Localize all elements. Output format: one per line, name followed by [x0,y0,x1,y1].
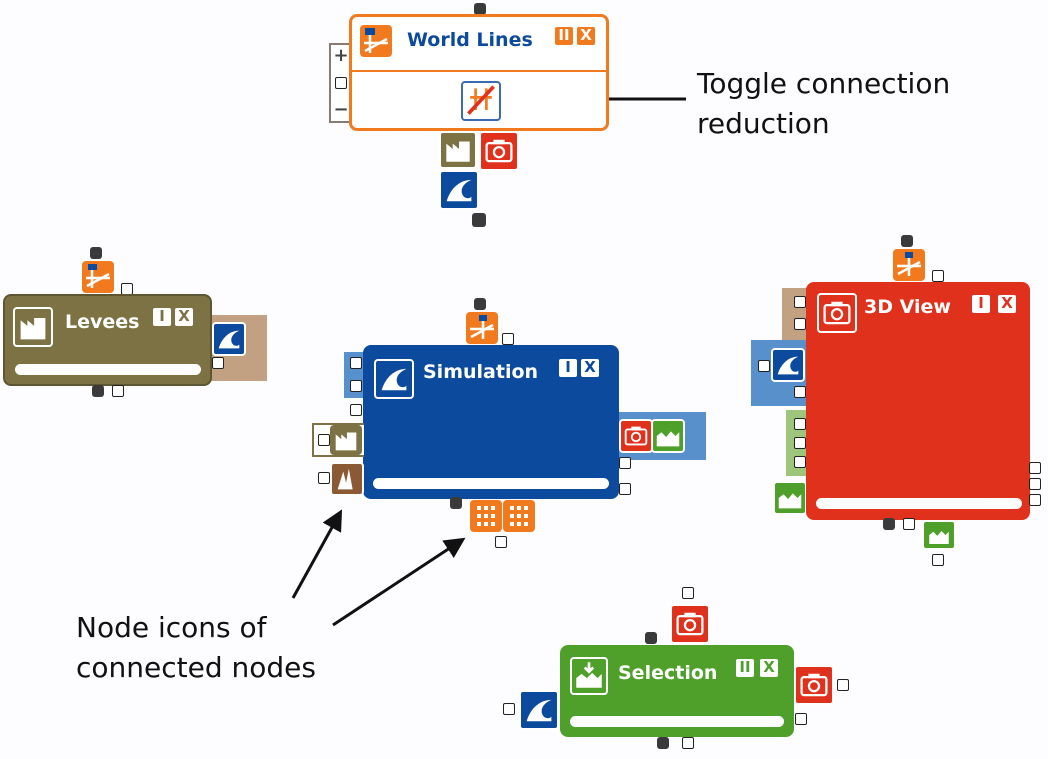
grid-icon[interactable] [503,500,535,532]
simulation-node[interactable]: Simulation I X [363,345,619,499]
levees-icon[interactable] [330,425,362,455]
camera-icon [817,293,857,333]
selection-icon[interactable] [773,481,807,515]
pause-button[interactable]: II [736,659,754,677]
progress-bar [15,364,201,375]
port-left[interactable] [350,380,362,392]
port-right[interactable] [837,679,849,691]
node-title: Simulation [423,361,539,383]
port-right[interactable] [212,357,224,369]
port-left[interactable] [794,456,806,468]
world-lines-icon[interactable] [893,249,925,281]
simulation-wave-icon [374,359,414,399]
port-left[interactable] [503,703,515,715]
close-button[interactable]: X [998,295,1016,313]
node-title: World Lines [407,29,533,51]
node-title: 3D View [864,296,951,318]
toggle-reduction-icon[interactable] [461,81,501,121]
hydrograph-icon[interactable] [330,462,364,496]
progress-bar [373,478,609,489]
port-right[interactable] [1029,478,1041,490]
port-right[interactable] [619,457,631,469]
port-left[interactable] [794,418,806,430]
port-left[interactable] [794,318,806,330]
zoom-minus-button[interactable]: − [333,99,349,120]
arrow-icons-left [291,509,343,599]
annotation-node-icons-line1: Node icons of [76,611,267,644]
port-left[interactable] [350,357,362,369]
world-lines-icon [360,25,392,57]
port-bottom[interactable] [883,518,895,530]
port-left[interactable] [758,360,770,372]
port-right[interactable] [619,483,631,495]
selection-icon[interactable] [922,520,956,550]
progress-bar [570,716,784,727]
simulation-wave-icon[interactable] [519,690,559,730]
port-right[interactable] [1029,494,1041,506]
port-bottom[interactable] [92,385,104,397]
annotation-toggle-line1: Toggle connection [697,67,951,100]
grid-icon[interactable] [470,500,502,532]
zoom-stepper[interactable]: + − [329,43,351,123]
divider [352,70,606,72]
port-right[interactable] [932,270,944,282]
info-button[interactable]: I [559,359,577,377]
annotation-toggle-line2: reduction [697,107,830,140]
simulation-wave-icon[interactable] [771,348,805,382]
port-left[interactable] [318,472,330,484]
port-right[interactable] [795,713,807,725]
world-lines-node[interactable]: World Lines II X [349,14,609,131]
close-button[interactable]: X [175,308,193,326]
close-button[interactable]: X [577,27,595,45]
annotation-node-icons-line2: connected nodes [76,651,316,684]
selection-node[interactable]: Selection II X [560,645,794,737]
simulation-wave-icon[interactable] [212,322,246,356]
port-left[interactable] [794,437,806,449]
levees-icon [13,307,53,347]
port-left[interactable] [794,296,806,308]
world-lines-icon[interactable] [466,312,498,344]
camera-icon[interactable] [619,419,653,453]
world-lines-icon[interactable] [82,261,114,293]
zoom-plus-button[interactable]: + [333,45,349,66]
camera-icon[interactable] [479,131,519,171]
port-left[interactable] [335,77,347,89]
port-bottom[interactable] [903,518,915,530]
port-top[interactable] [474,3,486,15]
levees-icon[interactable] [439,131,477,169]
close-button[interactable]: X [581,359,599,377]
port-bottom[interactable] [112,385,124,397]
port-bottom[interactable] [495,536,507,548]
port-right[interactable] [502,333,514,345]
simulation-wave-icon[interactable] [439,170,479,210]
port-top[interactable] [682,587,694,599]
selection-icon[interactable] [651,419,685,453]
port-left[interactable] [350,404,362,416]
selection-icon [570,657,608,695]
node-title: Selection [618,662,718,684]
port-top[interactable] [90,247,102,259]
3d-view-node[interactable]: 3D View I X [806,282,1030,520]
port-left[interactable] [794,386,806,398]
port-top[interactable] [474,298,486,310]
port-bottom[interactable] [472,213,486,227]
port-left[interactable] [318,434,330,446]
port-bottom[interactable] [450,497,462,509]
levees-node[interactable]: Levees I X [3,294,212,386]
port-bottom[interactable] [657,737,669,749]
port-bottom[interactable] [682,737,694,749]
camera-icon[interactable] [670,604,710,644]
progress-bar [816,498,1022,509]
port-bottom[interactable] [932,554,944,566]
close-button[interactable]: X [760,659,778,677]
node-title: Levees [65,311,140,333]
port-right[interactable] [1029,462,1041,474]
info-button[interactable]: I [153,308,171,326]
arrow-icons-right [332,537,466,627]
camera-icon[interactable] [794,665,834,705]
pause-button[interactable]: II [555,27,573,45]
port-top[interactable] [901,235,913,247]
port-top[interactable] [645,632,657,644]
info-button[interactable]: I [972,295,990,313]
